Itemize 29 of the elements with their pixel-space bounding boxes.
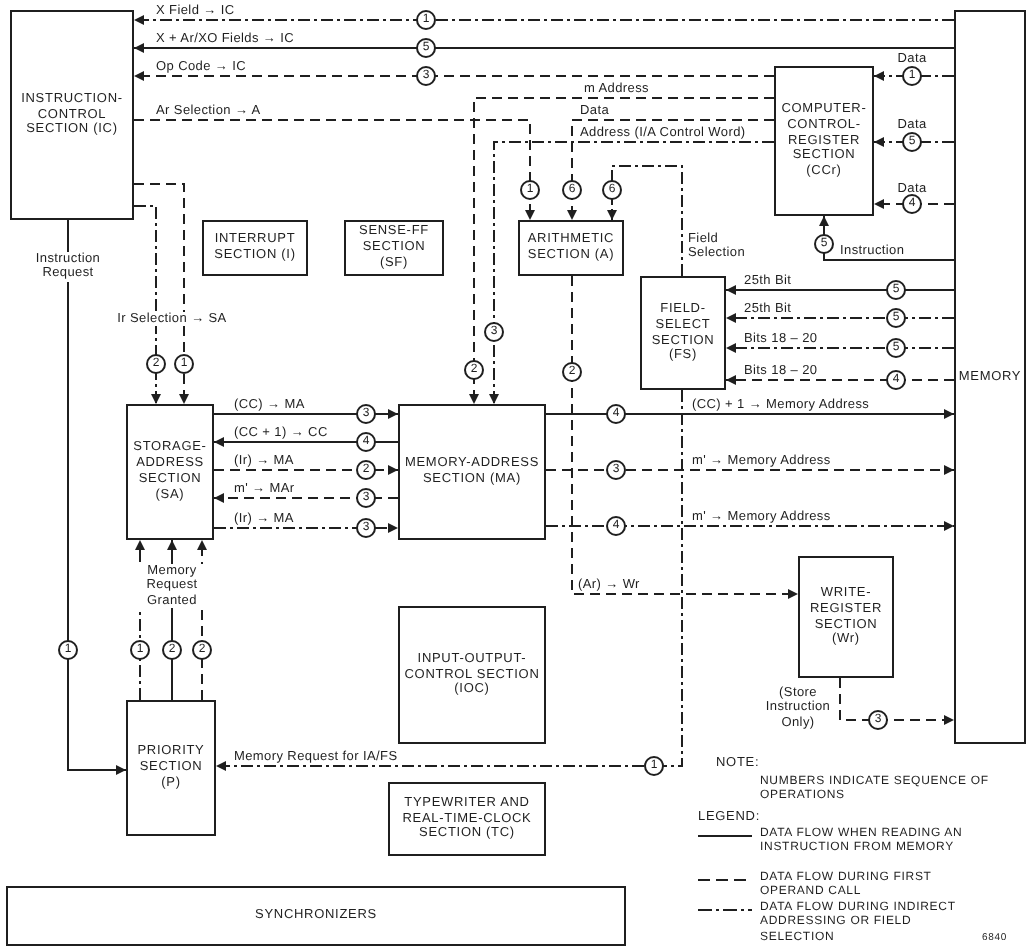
data-flow-line (213, 409, 399, 419)
data-flow-line (215, 389, 683, 771)
data-flow-line (725, 343, 955, 353)
data-flow-line (545, 521, 955, 531)
data-flow-line (133, 43, 955, 53)
data-flow-line (725, 313, 955, 323)
data-flow-line (213, 465, 399, 475)
data-flow-line (545, 465, 955, 475)
data-flow-line (489, 141, 775, 405)
data-flow-line (545, 409, 955, 419)
data-flow-line (819, 215, 955, 261)
data-flow-line (133, 183, 189, 405)
data-flow-line (725, 375, 955, 385)
data-flow-line (571, 275, 799, 599)
data-flow-line (213, 493, 399, 503)
data-flow-line (873, 137, 955, 147)
data-flow-line (133, 119, 535, 221)
data-flow-line (839, 677, 955, 725)
data-flow-line (469, 97, 775, 405)
data-flow-line (133, 71, 775, 81)
data-flow-line (607, 165, 683, 277)
data-flow-line (67, 219, 127, 775)
data-flow-line (725, 285, 955, 295)
data-flow-line (567, 119, 775, 221)
data-flow-line (133, 15, 955, 25)
data-flow-line (873, 199, 955, 209)
data-flow-line (873, 71, 955, 81)
data-flow-line (213, 523, 399, 533)
data-flow-line (213, 437, 399, 447)
